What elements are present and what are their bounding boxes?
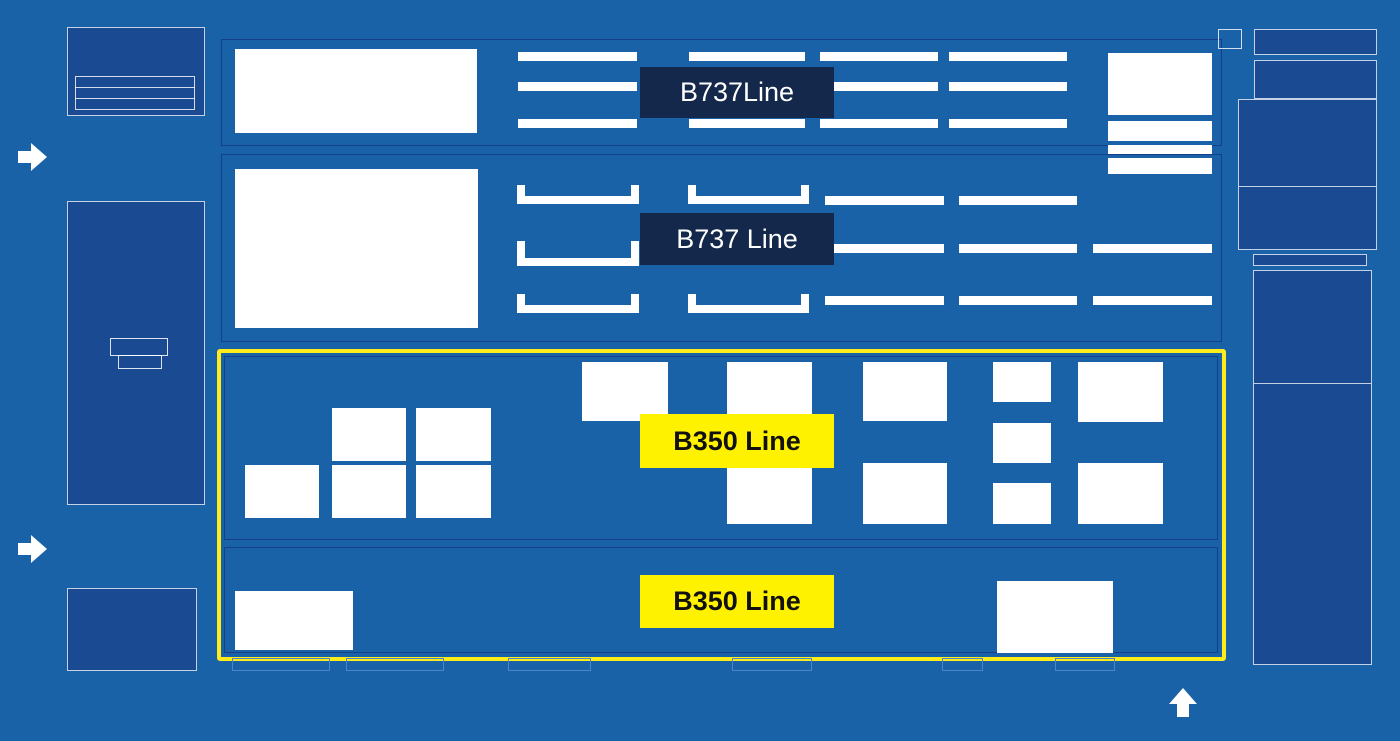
b737-upper-bar bbox=[949, 82, 1067, 91]
right-block-second bbox=[1254, 60, 1377, 99]
b737-lower-bar bbox=[825, 296, 944, 305]
b737-lower-main-station bbox=[235, 169, 478, 328]
b737-lower-fixture bbox=[517, 185, 639, 204]
office-block-divider-2 bbox=[75, 98, 195, 99]
b737-lower-bar bbox=[959, 296, 1077, 305]
bottom-tab bbox=[732, 658, 812, 671]
b737-upper-bar bbox=[689, 52, 805, 61]
office-block-inner-lines bbox=[75, 76, 195, 110]
b737-upper-line-zone bbox=[221, 39, 1222, 146]
storage-block-mark-bottom bbox=[118, 355, 162, 369]
b737-lower-bar bbox=[959, 196, 1077, 205]
b737-upper-right-rack bbox=[1108, 121, 1212, 141]
b350-upper-station bbox=[993, 423, 1051, 463]
b350-lower-station bbox=[997, 581, 1113, 653]
b737-lower-bar bbox=[825, 196, 944, 205]
b350-lower-station bbox=[235, 591, 353, 650]
b350-upper-station bbox=[863, 362, 947, 421]
b737-upper-bar bbox=[820, 82, 938, 91]
storage-block-left bbox=[67, 201, 205, 505]
b737-upper-main-station bbox=[235, 49, 477, 133]
b737-lower-fixture bbox=[517, 294, 639, 313]
b737-upper-line-label: B737Line bbox=[640, 67, 834, 118]
bottom-tab bbox=[346, 658, 444, 671]
b350-upper-station bbox=[863, 463, 947, 524]
b350-upper-station bbox=[1078, 463, 1163, 524]
b737-lower-fixture bbox=[688, 185, 809, 204]
b737-upper-bar bbox=[689, 119, 805, 128]
arrow-right-icon bbox=[18, 143, 47, 171]
b737-lower-bar bbox=[1093, 296, 1212, 305]
b350-lower-line-zone bbox=[224, 547, 1218, 653]
right-block-storage-divider bbox=[1254, 383, 1371, 384]
b737-upper-bar bbox=[949, 52, 1067, 61]
office-block-divider-1 bbox=[75, 87, 195, 88]
b350-upper-line-label: B350 Line bbox=[640, 414, 834, 468]
b350-lower-line-label: B350 Line bbox=[640, 575, 834, 628]
b737-lower-fixture bbox=[517, 241, 639, 266]
b737-lower-line-zone bbox=[221, 154, 1222, 342]
b350-upper-station bbox=[332, 408, 406, 461]
right-block-storage bbox=[1253, 270, 1372, 665]
b737-lower-bar bbox=[1093, 244, 1212, 253]
office-block-top-left bbox=[67, 27, 205, 116]
b350-upper-station bbox=[245, 465, 319, 518]
b737-upper-bar bbox=[518, 119, 637, 128]
small-square-marker bbox=[1218, 29, 1242, 49]
b737-upper-bar bbox=[820, 52, 938, 61]
b737-upper-right-station bbox=[1108, 53, 1212, 115]
b737-upper-bar bbox=[949, 119, 1067, 128]
bottom-tab bbox=[508, 658, 591, 671]
arrow-up-icon bbox=[1169, 688, 1197, 717]
b350-upper-station bbox=[993, 362, 1051, 402]
b737-lower-bar bbox=[825, 244, 944, 253]
b737-upper-bar bbox=[518, 52, 637, 61]
b737-lower-fixture bbox=[688, 294, 809, 313]
bottom-tab bbox=[942, 658, 983, 671]
bottom-tab bbox=[232, 658, 330, 671]
block-bottom-left bbox=[67, 588, 197, 671]
bottom-tab bbox=[1055, 658, 1115, 671]
b350-upper-station bbox=[727, 463, 812, 524]
b737-upper-right-rack bbox=[1108, 158, 1212, 174]
arrow-right-icon bbox=[18, 535, 47, 563]
b737-lower-line-label: B737 Line bbox=[640, 213, 834, 265]
right-block-top bbox=[1254, 29, 1377, 55]
b737-upper-right-rack bbox=[1108, 145, 1212, 154]
storage-block-mark-top bbox=[110, 338, 168, 356]
b737-lower-bar bbox=[959, 244, 1077, 253]
b350-upper-station bbox=[332, 465, 406, 518]
right-block-cabinet bbox=[1238, 99, 1377, 250]
b737-upper-bar bbox=[518, 82, 637, 91]
b737-upper-bar bbox=[820, 119, 938, 128]
b350-upper-station bbox=[727, 362, 812, 421]
b350-upper-station bbox=[993, 483, 1051, 524]
b350-upper-line-zone bbox=[224, 356, 1218, 540]
b350-upper-station bbox=[416, 465, 491, 518]
right-block-strip bbox=[1253, 254, 1367, 266]
right-block-cabinet-divider bbox=[1239, 186, 1376, 187]
b350-highlight-frame bbox=[217, 349, 1226, 661]
b350-upper-station bbox=[416, 408, 491, 461]
b350-upper-station bbox=[582, 362, 668, 421]
b350-upper-station bbox=[1078, 362, 1163, 422]
